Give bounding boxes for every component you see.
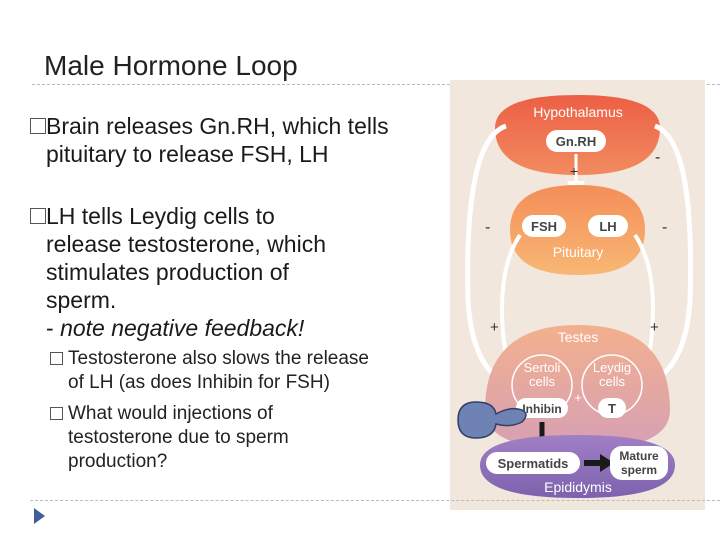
bullet-2-note: - note negative feedback!	[46, 315, 305, 341]
title-divider	[32, 84, 720, 85]
bullet-2-line-2: release testosterone, which	[46, 231, 326, 257]
bullet-2-line-1: LH tells Leydig cells to	[46, 203, 275, 229]
sperm-label: sperm	[621, 463, 657, 477]
sub-bullet-2: What would injections of testosterone du…	[50, 402, 450, 477]
sub-bullet-1-line-1: Testosterone also slows the release	[68, 348, 369, 369]
lh-pill	[588, 215, 628, 237]
leydig-label-2: cells	[599, 374, 626, 389]
spermatids-label: Spermatids	[498, 456, 569, 471]
sub-bullet-box-icon	[50, 407, 63, 420]
sub-bullet-2-line-1: What would injections of	[68, 403, 273, 424]
fsh-plus-sign: +	[490, 319, 499, 336]
epididymis-label: Epididymis	[544, 479, 612, 495]
sub-bullet-1-line-2: of LH (as does Inhibin for FSH)	[68, 372, 330, 393]
testes-plus-sign: +	[574, 390, 582, 405]
testosterone-label: T	[608, 401, 616, 416]
lh-minus-sign: -	[662, 219, 667, 236]
sertoli-label-1: Sertoli	[524, 360, 561, 375]
hypothalamus-label: Hypothalamus	[533, 104, 623, 120]
testes-label: Testes	[558, 329, 598, 345]
maturation-arrowhead	[600, 454, 614, 472]
bullet-box-icon	[30, 118, 46, 134]
gnrh-pill	[546, 130, 606, 152]
fsh-label: FSH	[531, 219, 557, 234]
outer-right-loop	[644, 123, 694, 388]
hypothalamus-minus-sign: -	[655, 149, 660, 166]
mature-label: Mature	[619, 449, 659, 463]
mature-sperm-pill	[610, 446, 668, 480]
fsh-pill	[522, 215, 566, 237]
bullet-2-line-3: stimulates production of	[46, 259, 289, 285]
pituitary-region	[510, 185, 645, 275]
slide-title: Male Hormone Loop	[44, 50, 298, 81]
fsh-minus-sign: -	[485, 219, 490, 236]
bullet-1: Brain releases Gn.RH, which tells pituit…	[30, 112, 450, 172]
inhibin-label: Inhibin	[522, 402, 561, 416]
testis-sketch-icon	[457, 401, 527, 439]
bullet-2: LH tells Leydig cells to release testost…	[30, 202, 450, 347]
next-slide-arrow-icon[interactable]	[34, 508, 45, 524]
leydig-label-1: Leydig	[593, 360, 631, 375]
footer-divider	[30, 500, 720, 501]
pituitary-label: Pituitary	[553, 244, 604, 260]
bullet-1-line-1: Brain releases Gn.RH, which tells	[46, 113, 389, 139]
inhibin-pill	[516, 398, 568, 418]
gnrh-label: Gn.RH	[556, 134, 596, 149]
lh-plus-sign: +	[650, 319, 659, 336]
testosterone-pill	[598, 398, 626, 418]
outer-left-loop	[465, 123, 512, 388]
hormone-loop-diagram: Hypothalamus Gn.RH + FSH LH Pituitary - …	[450, 80, 705, 510]
sub-bullet-2-line-3: production?	[68, 451, 168, 472]
bullet-1-line-2: pituitary to release FSH, LH	[46, 141, 329, 167]
negative-feedback-note: note negative feedback!	[60, 315, 305, 341]
sub-bullet-box-icon	[50, 352, 63, 365]
bullet-box-icon	[30, 208, 46, 224]
sertoli-label-2: cells	[529, 374, 556, 389]
sub-bullet-1: Testosterone also slows the release of L…	[50, 347, 450, 397]
sub-bullet-2-line-2: testosterone due to sperm	[68, 427, 289, 448]
gnrh-plus-sign: +	[570, 163, 578, 179]
lh-label: LH	[599, 219, 616, 234]
spermatids-pill	[486, 452, 580, 474]
bullet-2-line-4: sperm.	[46, 287, 117, 313]
